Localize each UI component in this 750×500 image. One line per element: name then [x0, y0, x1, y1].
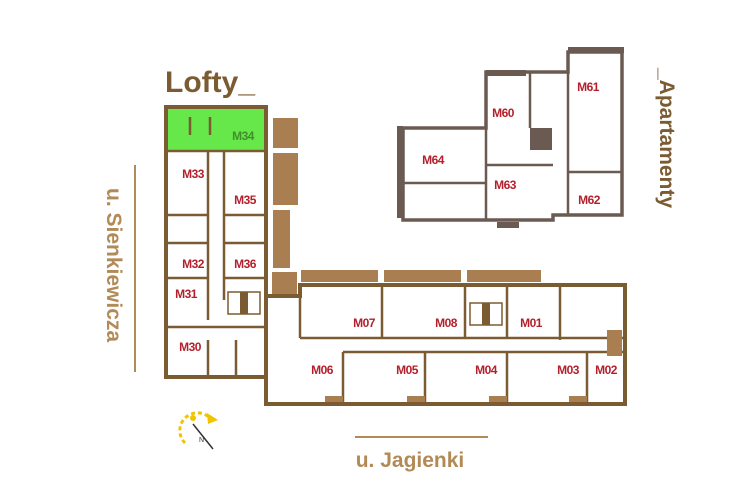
unit-label-M61[interactable]: M61 — [577, 80, 600, 94]
unit-label-M31[interactable]: M31 — [175, 287, 198, 301]
lofty-title: Lofty_ — [165, 66, 255, 99]
unit-label-M30[interactable]: M30 — [179, 340, 202, 354]
unit-label-M02[interactable]: M02 — [595, 363, 618, 377]
unit-label-M01[interactable]: M01 — [520, 316, 543, 330]
lofty-building: M34 M33 M35 M32 M36 M31 M30 — [164, 105, 298, 379]
unit-label-M03[interactable]: M03 — [557, 363, 580, 377]
balcony — [272, 272, 297, 295]
unit-label-M04[interactable]: M04 — [475, 363, 498, 377]
balcony — [273, 210, 290, 268]
balcony — [384, 270, 461, 282]
unit-label-M36[interactable]: M36 — [234, 257, 257, 271]
balcony — [301, 270, 378, 282]
lower-building: M07 M08 M01 M06 M05 M04 M03 M02 — [264, 270, 627, 406]
unit-label-M08[interactable]: M08 — [435, 316, 458, 330]
unit-label-M62[interactable]: M62 — [578, 193, 601, 207]
unit-label-M05[interactable]: M05 — [396, 363, 419, 377]
unit-label-M32[interactable]: M32 — [182, 257, 205, 271]
unit-label-M34[interactable]: M34 — [232, 129, 255, 143]
unit-label-M06[interactable]: M06 — [311, 363, 334, 377]
balcony — [273, 153, 298, 205]
balcony — [273, 118, 298, 148]
compass-north-label: N — [199, 437, 204, 444]
unit-label-M35[interactable]: M35 — [234, 193, 257, 207]
street-sienkiewicza: u. Sienkiewicza — [102, 188, 125, 342]
apartments-building: M60 M61 M64 M63 M62 — [397, 47, 624, 228]
street-jagienki: u. Jagienki — [356, 449, 465, 472]
unit-label-M63[interactable]: M63 — [494, 178, 517, 192]
unit-label-M60[interactable]: M60 — [492, 106, 515, 120]
compass-icon: N — [178, 411, 218, 450]
balcony — [467, 270, 541, 282]
unit-label-M64[interactable]: M64 — [422, 153, 445, 167]
unit-M34[interactable] — [168, 109, 264, 150]
apartments-title: _Apartamenty — [655, 67, 678, 208]
unit-label-M07[interactable]: M07 — [353, 316, 376, 330]
unit-label-M33[interactable]: M33 — [182, 167, 205, 181]
